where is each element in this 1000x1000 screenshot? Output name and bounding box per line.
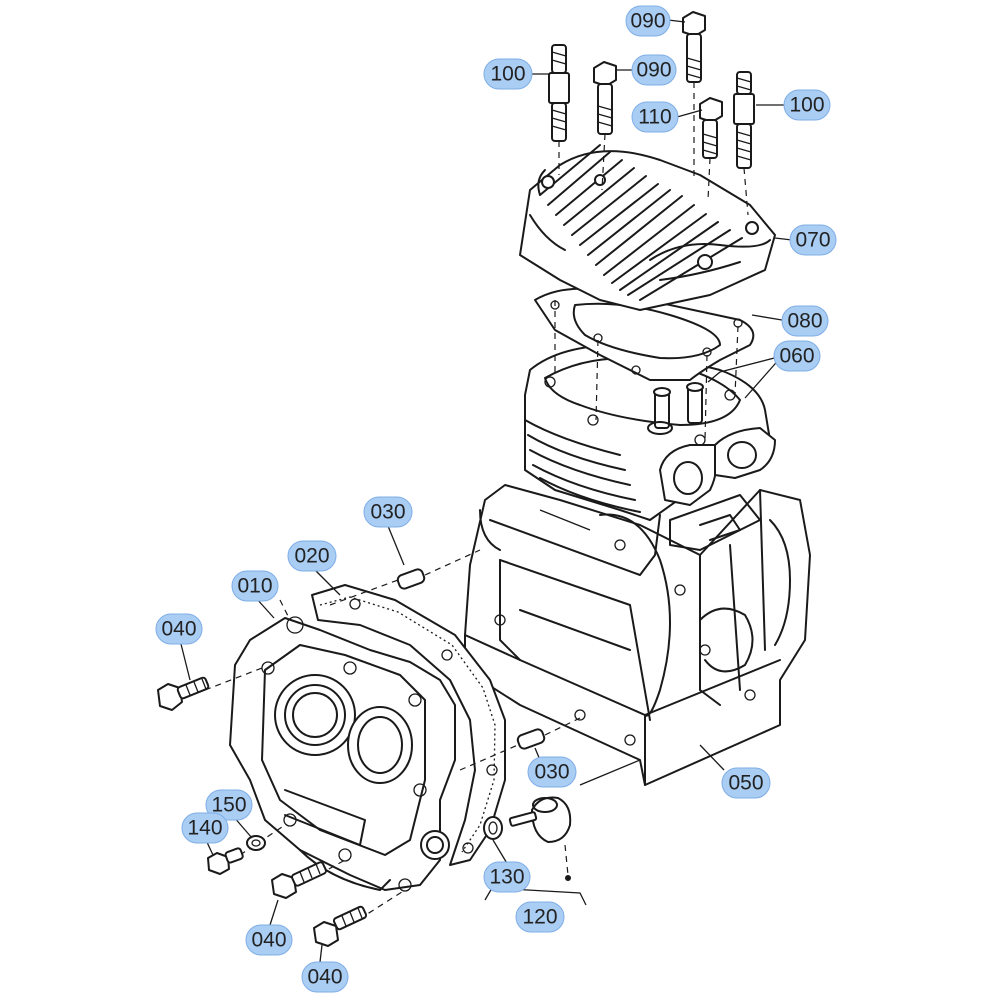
- callout-label: 090: [630, 10, 665, 33]
- stud-100-right[interactable]: [733, 71, 755, 169]
- callout-120[interactable]: 120: [515, 901, 565, 933]
- bracket-120: [484, 887, 587, 906]
- oil-plug-120[interactable]: [508, 796, 572, 882]
- callout-label: 150: [211, 794, 246, 817]
- callout-070[interactable]: 070: [789, 224, 837, 256]
- callout-130[interactable]: 130: [483, 861, 531, 893]
- callout-label: 040: [307, 966, 342, 989]
- callout-label: 020: [294, 545, 329, 568]
- crankcase-cover-010[interactable]: [229, 616, 456, 892]
- callout-080[interactable]: 080: [781, 305, 829, 337]
- callout-label: 030: [370, 501, 405, 524]
- callout-label: 070: [795, 229, 830, 252]
- bolt-040-bottom2[interactable]: [313, 905, 368, 947]
- callout-040-left[interactable]: 040: [155, 613, 203, 645]
- stud-100-left[interactable]: [548, 44, 570, 142]
- callout-030-bottom[interactable]: 030: [527, 756, 577, 788]
- callout-label: 060: [779, 345, 814, 368]
- callout-040-bottom2[interactable]: 040: [301, 961, 349, 993]
- callout-020[interactable]: 020: [287, 540, 337, 572]
- dowel-pin-030-bottom[interactable]: [516, 728, 546, 750]
- callout-140[interactable]: 140: [181, 812, 229, 844]
- callout-110[interactable]: 110: [631, 101, 679, 133]
- callout-label: 010: [237, 575, 272, 598]
- dowel-pin-030-top[interactable]: [396, 568, 426, 590]
- callout-060[interactable]: 060: [773, 340, 821, 372]
- bolt-140[interactable]: [207, 847, 244, 875]
- callout-100-left[interactable]: 100: [483, 58, 533, 90]
- callout-100-right[interactable]: 100: [783, 89, 831, 121]
- callout-label: 090: [636, 59, 671, 82]
- bolt-090-mid[interactable]: [593, 61, 617, 135]
- callout-label: 120: [522, 906, 557, 929]
- callout-label: 040: [251, 929, 286, 952]
- bolt-110[interactable]: [699, 97, 723, 159]
- head-gasket-080[interactable]: [534, 287, 755, 381]
- callout-label: 080: [787, 310, 822, 333]
- assembly-lines-top: [554, 82, 749, 441]
- callout-150[interactable]: 150: [205, 789, 253, 821]
- callout-090-mid[interactable]: 090: [631, 54, 677, 86]
- callout-040-bottom1[interactable]: 040: [245, 924, 293, 956]
- cover-gasket-020[interactable]: [311, 584, 506, 866]
- callout-label: 130: [489, 866, 524, 889]
- callout-label: 140: [187, 817, 222, 840]
- callout-label: 040: [161, 618, 196, 641]
- bolt-040-bottom1[interactable]: [271, 861, 327, 899]
- callout-label: 050: [728, 772, 763, 795]
- callout-030-top[interactable]: 030: [363, 496, 413, 528]
- bolt-090-top[interactable]: [682, 11, 706, 83]
- callout-090-top[interactable]: 090: [625, 5, 671, 37]
- bolt-040-left[interactable]: [157, 676, 210, 711]
- washer-150[interactable]: [246, 835, 266, 851]
- callout-label: 100: [789, 94, 824, 117]
- callout-label: 100: [490, 63, 525, 86]
- cylinder-head-070[interactable]: [519, 144, 776, 311]
- crankcase-050[interactable]: [464, 484, 811, 786]
- callout-label: 030: [534, 761, 569, 784]
- o-ring-130[interactable]: [483, 816, 503, 840]
- callout-050[interactable]: 050: [721, 767, 771, 799]
- callout-label: 110: [638, 106, 671, 129]
- callout-010[interactable]: 010: [231, 570, 279, 602]
